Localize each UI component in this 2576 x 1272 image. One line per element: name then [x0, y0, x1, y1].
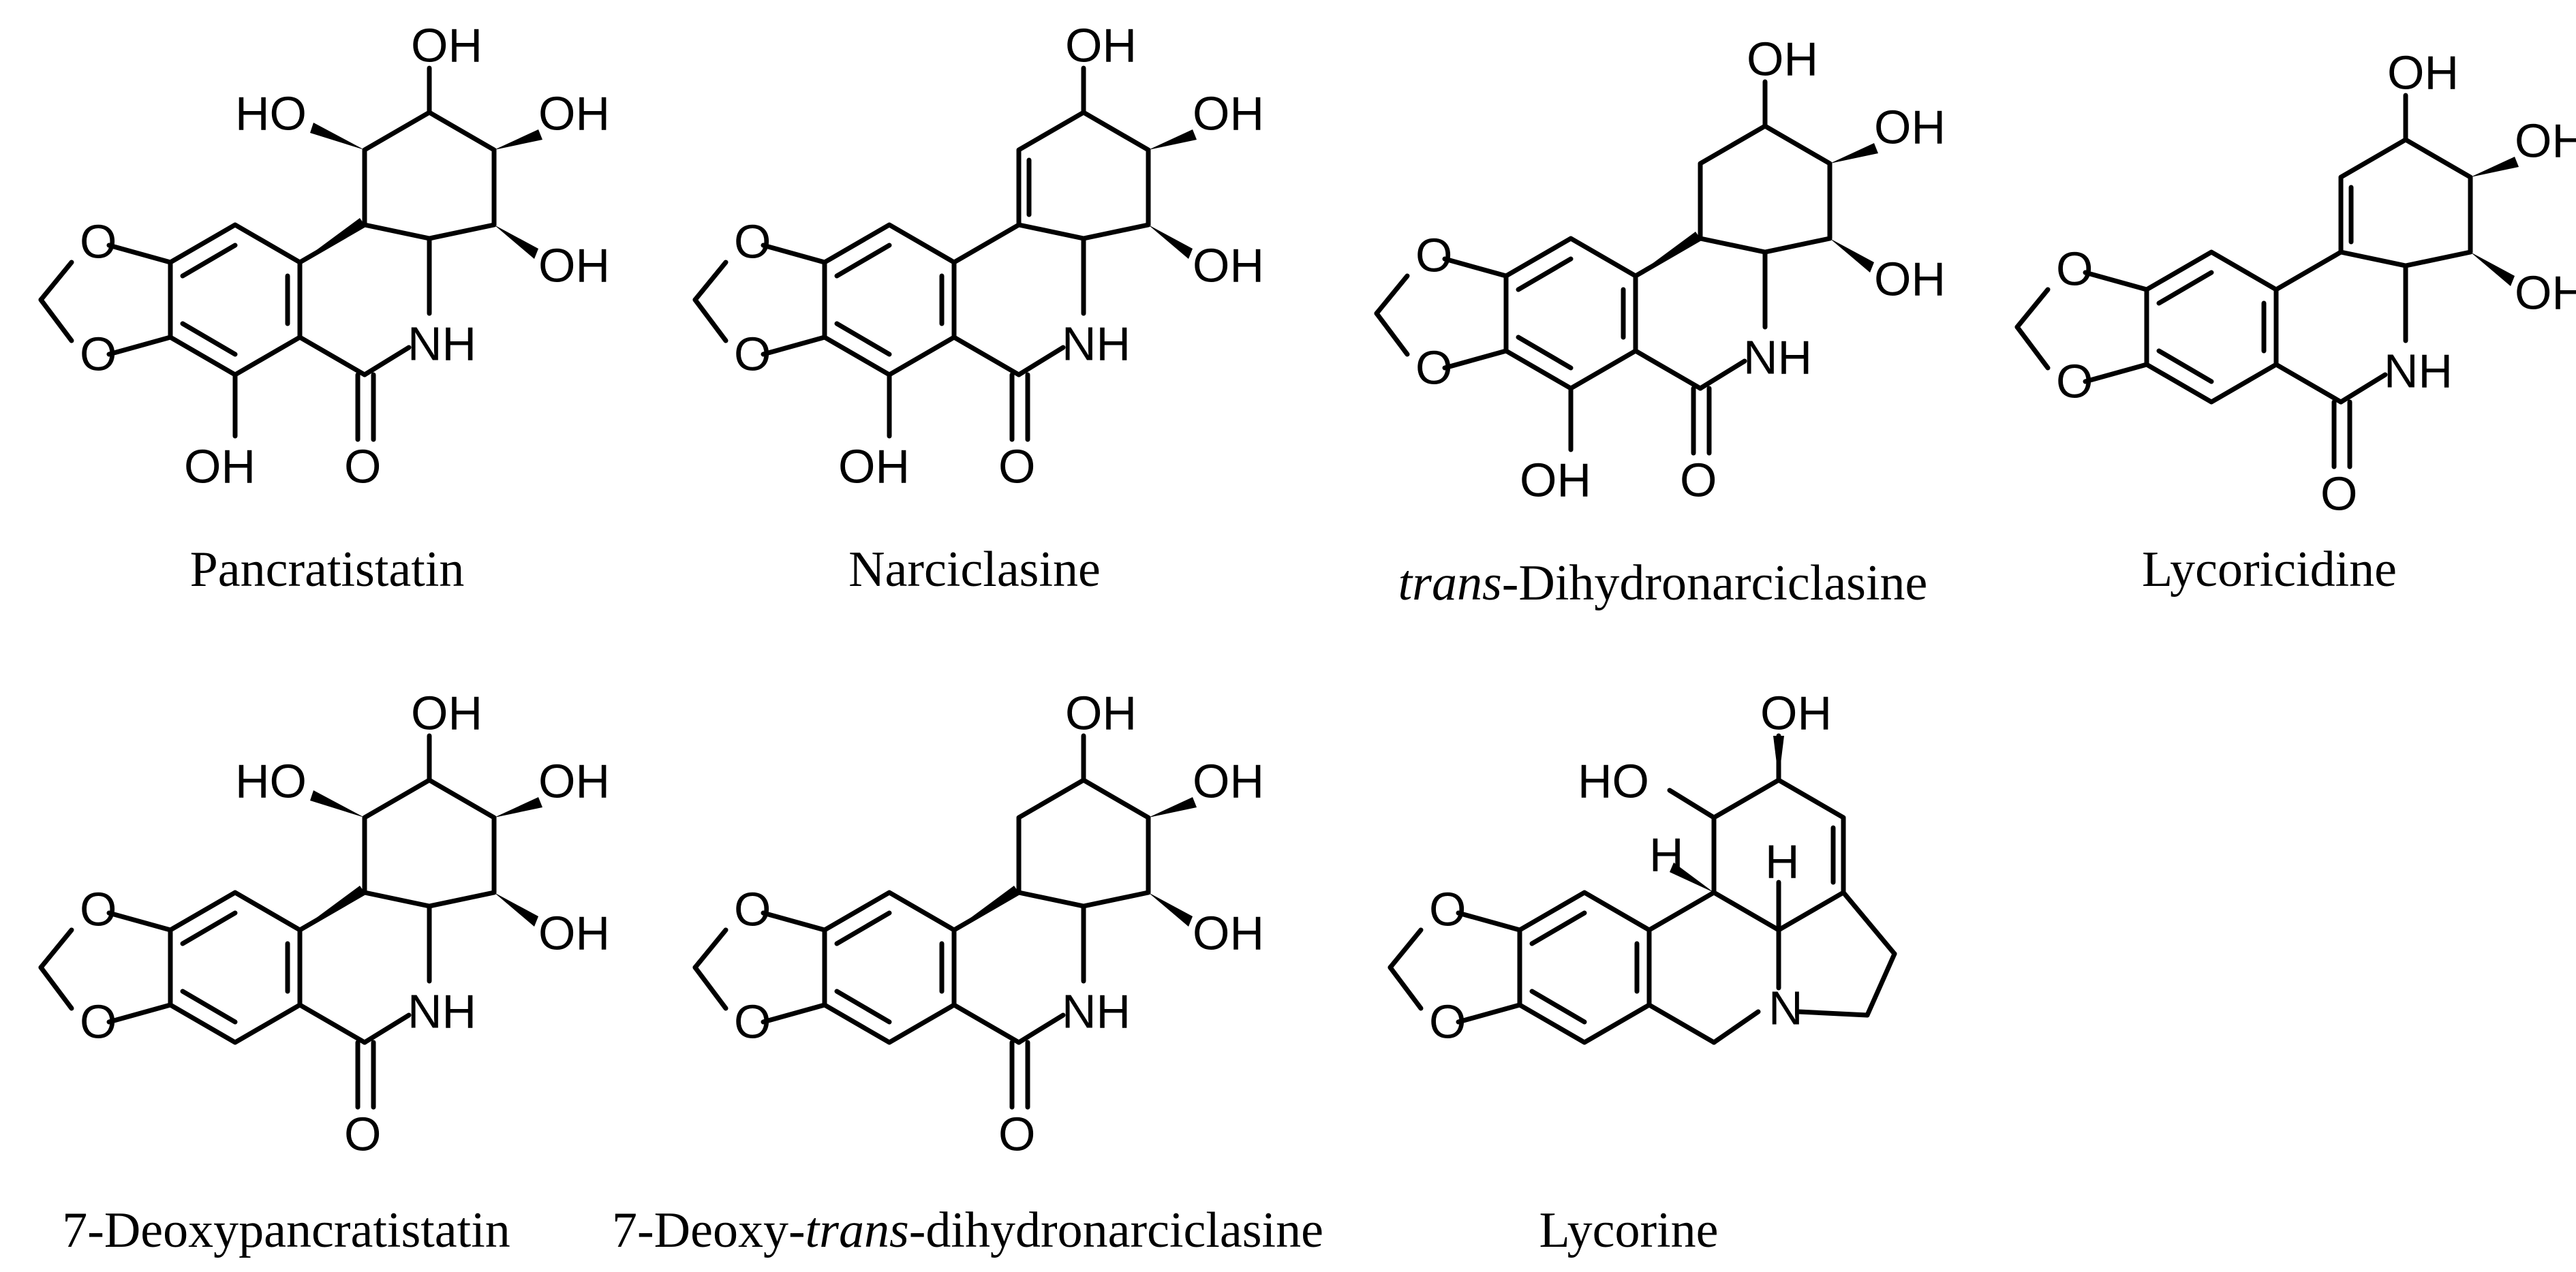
atom-label: O	[998, 1107, 1035, 1160]
atom-label: HO	[235, 754, 307, 807]
atom-label: O	[1429, 995, 1466, 1048]
atom-label: OH	[1065, 18, 1137, 72]
compound-name: 7-Deoxy-trans-dihydronarciclasine	[612, 1203, 1323, 1258]
atom-label: O	[344, 1107, 381, 1160]
atom-label: O	[80, 882, 117, 935]
atom-label: OH	[411, 18, 482, 72]
atom-label: O	[344, 439, 381, 493]
atom-label: OH	[1874, 100, 1946, 153]
atom-label: O	[734, 882, 771, 935]
compound-name: Narciclasine	[848, 542, 1101, 598]
atom-label: OH	[2387, 46, 2459, 99]
atom-label: O	[1429, 882, 1466, 935]
atom-label: OH	[1747, 32, 1818, 85]
atom-label: OH	[1760, 686, 1832, 739]
atom-label: OH	[1193, 754, 1264, 807]
structure-7-deoxypancratistatin: OH HO OH OH NH O O O	[41, 686, 610, 1160]
atom-label: O	[2320, 467, 2357, 520]
atom-label: O	[734, 995, 771, 1048]
structure-trans-dihydronarciclasine: OH OH OH NH O O OH O	[1377, 32, 1946, 506]
atom-label: OH	[1193, 238, 1264, 292]
atom-label: O	[80, 995, 117, 1048]
atom-label: OH	[1874, 252, 1946, 305]
atom-label: O	[80, 327, 117, 380]
atom-label: NH	[1743, 330, 1812, 384]
atom-label: OH	[1065, 686, 1137, 739]
atom-label: NH	[408, 317, 476, 370]
compound-name: Lycoricidine	[2142, 542, 2397, 598]
atom-label: O	[80, 215, 117, 268]
atom-label: OH	[1520, 453, 1591, 506]
atom-label: O	[1680, 453, 1717, 506]
atom-label: NH	[1062, 317, 1131, 370]
compound-name: Pancratistatin	[190, 542, 465, 598]
atom-label: OH	[538, 87, 610, 140]
atom-label: NH	[2384, 344, 2453, 397]
compound-name: trans-Dihydronarciclasine	[1398, 555, 1928, 611]
atom-label: OH	[184, 439, 256, 493]
atom-label: O	[1415, 341, 1452, 394]
atom-label: O	[734, 215, 771, 268]
structure-lycoricidine: OH OH OH NH O O O	[2017, 46, 2576, 520]
atom-label: H	[1765, 835, 1800, 888]
atom-label: OH	[838, 439, 910, 493]
atom-label: OH	[538, 238, 610, 292]
structure-narciclasine: OH OH OH NH O O OH O	[695, 18, 1264, 493]
atom-label: O	[734, 327, 771, 380]
atom-label: H	[1649, 828, 1684, 881]
compound-name: 7-Deoxypancratistatin	[62, 1203, 510, 1258]
atom-label: O	[2056, 242, 2093, 295]
atom-label: OH	[538, 754, 610, 807]
atom-label: NH	[1062, 984, 1131, 1038]
atom-label: HO	[1578, 754, 1649, 807]
atom-label: OH	[2515, 114, 2576, 167]
atom-label: O	[998, 439, 1035, 493]
atom-label: OH	[538, 906, 610, 959]
atom-label: OH	[1193, 87, 1264, 140]
atom-label: OH	[411, 686, 482, 739]
structure-lycorine: OH HO H H N O O	[1387, 686, 1897, 1048]
structure-7-deoxy-trans-dihydronarciclasine: OH OH OH NH O O O	[695, 686, 1264, 1160]
compound-name: Lycorine	[1539, 1203, 1718, 1258]
structure-pancratistatin: OH HO OH OH NH O O OH O	[41, 18, 610, 493]
atom-label: OH	[1193, 906, 1264, 959]
atom-label: HO	[235, 87, 307, 140]
atom-label: N	[1768, 981, 1803, 1034]
atom-label: OH	[2515, 266, 2576, 319]
atom-label: O	[2056, 354, 2093, 407]
atom-label: O	[1415, 228, 1452, 281]
atom-label: NH	[408, 984, 476, 1038]
